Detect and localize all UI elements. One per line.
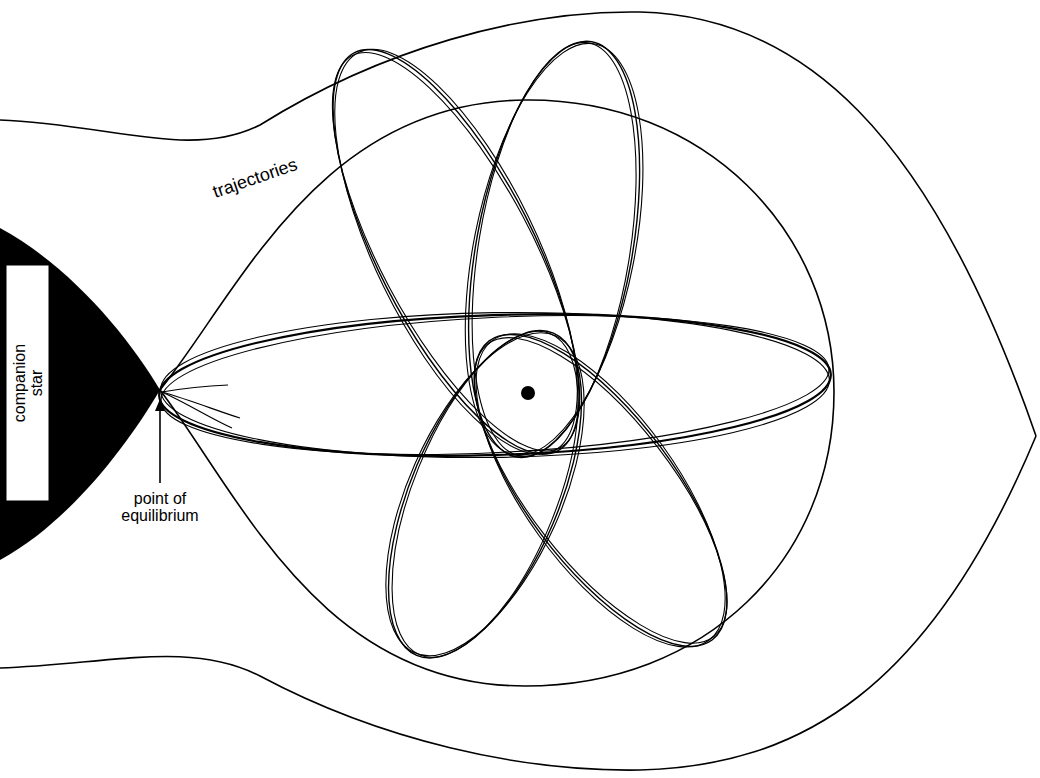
orbit-ellipse (431, 296, 771, 685)
central-star (521, 386, 535, 400)
orbit-ellipse (157, 304, 833, 465)
rosette-orbits (157, 17, 833, 685)
pointer-arrow (159, 408, 161, 483)
star-name: companion star (10, 333, 44, 433)
trajectories-label: trajectories (209, 155, 302, 202)
arrowhead (155, 399, 165, 411)
outer-contour (0, 12, 1036, 436)
roche-lobe (160, 100, 834, 686)
label-plate: companion star (6, 266, 48, 501)
orbit-ellipse (430, 297, 772, 685)
equilibrium-label: point of equilibrium (110, 490, 210, 524)
trajectory-strands (162, 385, 240, 428)
orbit-ellipse (160, 308, 831, 463)
outer-contour (0, 436, 1036, 770)
orbit-ellipse (434, 28, 673, 470)
orbit-ellipse (345, 305, 625, 684)
orbit-ellipse (431, 300, 770, 680)
